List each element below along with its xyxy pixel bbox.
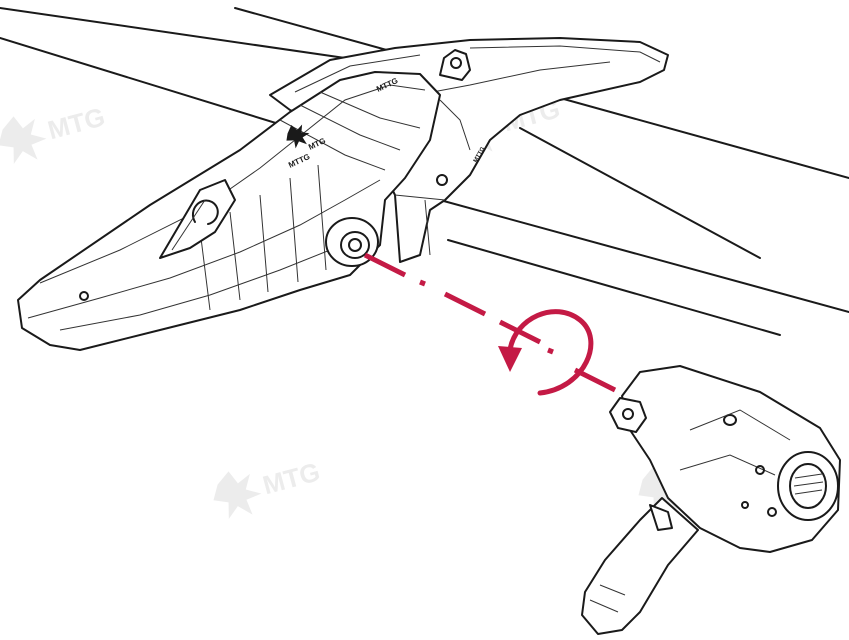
mtg-logo-icon [286,124,310,149]
watermark-text: MTG [45,101,109,145]
watermark-1: MTG [0,101,109,164]
alignment-axis [363,252,617,393]
bucket-lip-lines [0,7,849,336]
watermark-3: MTG [213,456,324,519]
mtg-logo-icon [213,471,262,519]
mtg-logo-icon [0,116,47,164]
watermark-text: MTG [260,456,324,500]
rotation-arrow-icon [498,309,594,396]
impact-wrench-icon [581,365,841,635]
tooth: MTG MTTG MTTG [17,71,441,351]
